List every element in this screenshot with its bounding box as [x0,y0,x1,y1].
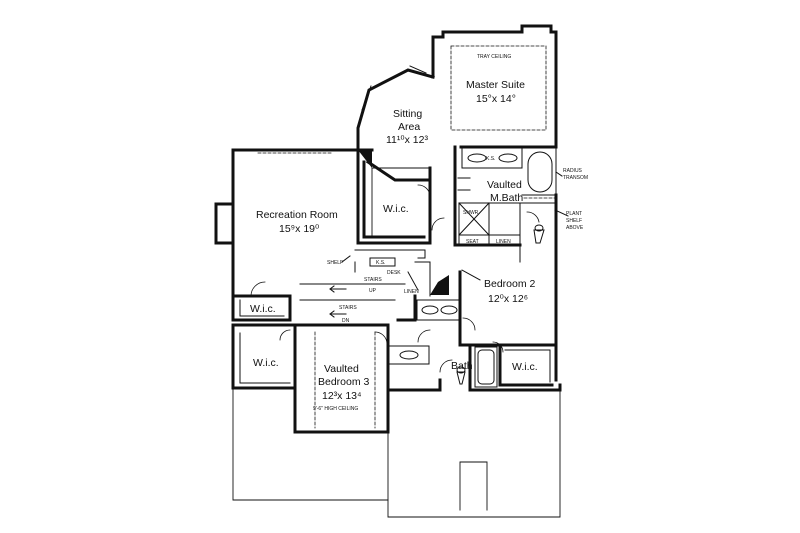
bedroom2-walls [458,270,558,387]
wic-left-label: W.i.c. [250,303,276,315]
master-suite-walls [431,24,558,149]
radius-transom-1: RADIUS [563,168,583,174]
mbath-fixtures [457,147,557,246]
recreation-label: Recreation Room [256,209,338,221]
stairs-dn-1: STAIRS [339,305,357,311]
wic-master-label: W.i.c. [383,203,409,215]
ks-bath-label: K.S. [486,156,495,162]
bedroom3-label-2: Bedroom 3 [318,376,370,388]
stair-arrows [329,171,569,318]
bedroom2-label: Bedroom 2 [484,278,536,290]
recreation-dim: 15⁹x 19⁰ [279,223,320,235]
plant-shelf-3: ABOVE [566,225,584,231]
ks-desk-label: K.S. [376,260,385,266]
recreation-room-walls [214,148,374,298]
plant-shelf-1: PLANT [566,211,582,217]
master-suite-dim: 15°x 14° [476,93,516,105]
bath-label: Bath [451,360,473,372]
plant-shelf-2: SHELF [566,218,582,224]
door-swings [250,184,540,373]
bath-fixtures [388,345,498,388]
bedroom3-vault-dash [314,331,376,429]
garage-outline [232,387,561,518]
bath-walls [386,343,562,392]
wic-bed2-walls [498,343,554,387]
wic-left-walls [231,294,292,322]
radius-transom-2: TRANSOM [563,175,588,181]
bedroom2-dim: 12⁰x 12⁶ [488,293,528,305]
sitting-label-2: Area [398,121,420,133]
linen-bath-label: LINEN [496,239,511,245]
bedroom3-dim: 12³x 13⁴ [322,390,362,402]
shwr-label: SHWR. [463,210,480,216]
shelf-label: SHELF [327,260,343,266]
stairs-up-2: UP [369,288,377,294]
mbath-label-2: M.Bath [490,192,523,204]
mbath-walls [428,145,457,247]
sitting-label-1: Sitting [393,108,422,120]
master-suite-label: Master Suite [466,79,525,91]
linen-hall-label: LINEN [404,289,419,295]
sitting-dim: 11¹⁰x 12³ [386,134,428,146]
wic-rec-label: W.i.c. [253,357,279,369]
wic-bed2-label: W.i.c. [512,361,538,373]
linen-wedge-fill [430,275,449,295]
tray-ceiling-outline [450,45,547,131]
tray-ceiling-note: TRAY CEILING [477,54,511,60]
stairs-up-1: STAIRS [364,277,382,283]
stairs-dn-2: DN [342,318,350,324]
desk-label: DESK [387,270,401,276]
bedroom3-ceiling-note: 9'-6" HIGH CEILING [313,406,358,412]
seat-label: SEAT [466,239,479,245]
mbath-label-1: Vaulted [487,179,522,191]
wic-master-walls [356,148,432,245]
bedroom3-label-1: Vaulted [324,363,359,375]
